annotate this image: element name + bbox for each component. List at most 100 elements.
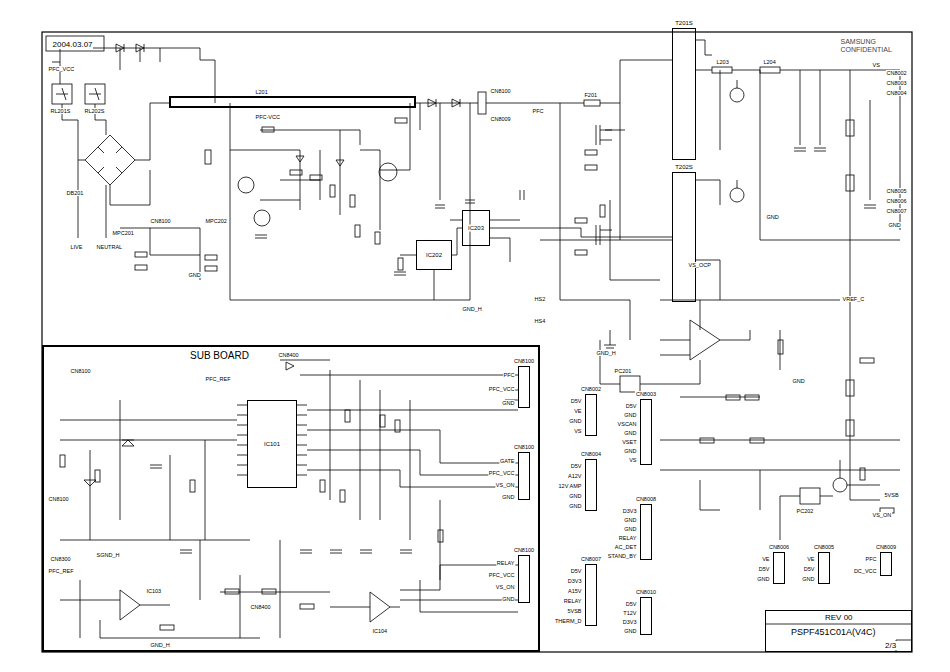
connector-name: CN8010 (635, 589, 657, 595)
pin-name: A15V (568, 588, 582, 594)
component-label: PFC_REF (48, 568, 74, 574)
connector-name: CN8009 (875, 544, 897, 550)
connector-name: CN8006 (768, 544, 790, 550)
pin-name: THERM_D (554, 618, 582, 624)
pin-name: GND (757, 576, 770, 582)
component-label: SGND_H (96, 552, 120, 558)
capacitor-symbols (150, 465, 412, 553)
pin-name: RELAY (496, 560, 515, 566)
component-label: VS_ON (872, 512, 892, 518)
pin-name: VSCAN (617, 421, 637, 427)
pin-name: DC_VCC (853, 568, 877, 574)
component-label: PFC_REF (205, 376, 231, 382)
connector-box: CN8005 (818, 552, 830, 584)
pin-name: D5V (625, 601, 637, 607)
component-label: PC201 (614, 368, 632, 374)
pin-name: GND (624, 430, 637, 436)
pin-name: GND (502, 400, 515, 406)
pin-name: STAND_BY (607, 553, 637, 559)
pin-name: VS_ON (495, 584, 515, 590)
pfc-wires (230, 103, 620, 300)
component-label: L201 (255, 89, 268, 95)
component-label: L203 (716, 59, 729, 65)
pin-name: PFC (865, 556, 877, 562)
component-label: GND (188, 272, 201, 278)
pin-name: D5V (570, 398, 582, 404)
pin-name: D5V (758, 566, 770, 572)
pin-name: VS (574, 428, 582, 434)
component-label: CN8100 (70, 368, 91, 374)
part-name: T201S (674, 20, 694, 27)
mosfet-symbol (379, 163, 397, 181)
pin-name: VE (762, 556, 770, 562)
component-label: CN8100 (48, 496, 69, 502)
transformer-box: T202S (672, 172, 696, 302)
pin-name: A12V (568, 473, 582, 479)
optocoupler-symbol (620, 376, 640, 392)
connector-name: CN8007 (580, 556, 602, 562)
title-block-lines (765, 624, 912, 652)
component-label: DB201 (66, 190, 84, 196)
connector-name: CN8004 (580, 451, 602, 457)
pin-name: GND (624, 628, 637, 634)
component-label: PFC_VCC (48, 66, 75, 72)
pin-name: GND (624, 526, 637, 532)
connector-symbol (478, 92, 486, 114)
connector-box: CN8002 (585, 394, 597, 436)
component-label: CN8005 (886, 188, 907, 194)
pin-name: GND (802, 576, 815, 582)
pin-name: D5V (625, 403, 637, 409)
component-label: IC104 (372, 628, 388, 634)
diode-symbol (730, 188, 744, 202)
component-label: PFC-VCC (255, 114, 280, 120)
component-label: CN8003 (886, 80, 907, 86)
component-label: RL202S (84, 108, 105, 114)
part-name: T202S (674, 164, 694, 171)
component-label: F201 (584, 92, 598, 98)
component-label: MPC202 (205, 218, 227, 224)
pin-name: RELAY (618, 535, 637, 541)
component-label: GND (766, 214, 779, 220)
pin-name: GND (624, 448, 637, 454)
part-name: IC101 (263, 441, 281, 448)
component-label: CN8004 (886, 90, 907, 96)
component-label: VS (872, 62, 880, 68)
optocoupler-symbol (800, 488, 820, 504)
title-block: REV 00PSPF451C01A(V4C)2/3 (765, 610, 912, 652)
component-label: CN8300 (50, 556, 71, 562)
pin-name: PFC (503, 372, 515, 378)
capacitor-symbols (794, 148, 876, 208)
pin-name: PFC_VCC (488, 386, 515, 392)
component-label: CN8400 (278, 352, 299, 358)
inductor-symbol (760, 67, 780, 73)
sub-board-frame: SUB BOARDIC101CN8100CN8100CN8100 (42, 345, 540, 652)
input-wires (52, 48, 215, 280)
pin-name: PFC_VCC (488, 470, 515, 476)
title-text: REV 00 (824, 613, 854, 622)
diode-symbol (730, 88, 744, 102)
diode-symbols (296, 99, 460, 166)
component-label: CN8002 (886, 70, 907, 76)
connector-box: CN8010 (640, 597, 652, 635)
pin-name: D5V (570, 463, 582, 469)
wire-connector (490, 228, 672, 237)
component-label: VREF_C (842, 296, 865, 302)
pin-name: GND (569, 418, 582, 424)
connector-name: CN8003 (635, 391, 657, 397)
component-label: GND (888, 222, 901, 228)
connector-box: CN8100 (518, 555, 530, 603)
component-label: RL201S (50, 108, 71, 114)
connector-name: CN8100 (513, 547, 535, 553)
inductor-symbol (170, 97, 415, 107)
pin-name: GND (502, 494, 515, 500)
resistor-symbols (135, 118, 407, 271)
connector-box: CN8003 (640, 399, 652, 465)
pin-name: GND (624, 412, 637, 418)
connector-box: CN8009 (880, 552, 892, 576)
connector-box: CN8006 (773, 552, 785, 584)
connector-box: CN8008 (640, 504, 652, 560)
capacitor-symbols (255, 200, 475, 275)
pin-name: T12V (623, 610, 637, 616)
connector-box: CN8004 (585, 459, 597, 511)
transistor-symbol (238, 177, 254, 193)
